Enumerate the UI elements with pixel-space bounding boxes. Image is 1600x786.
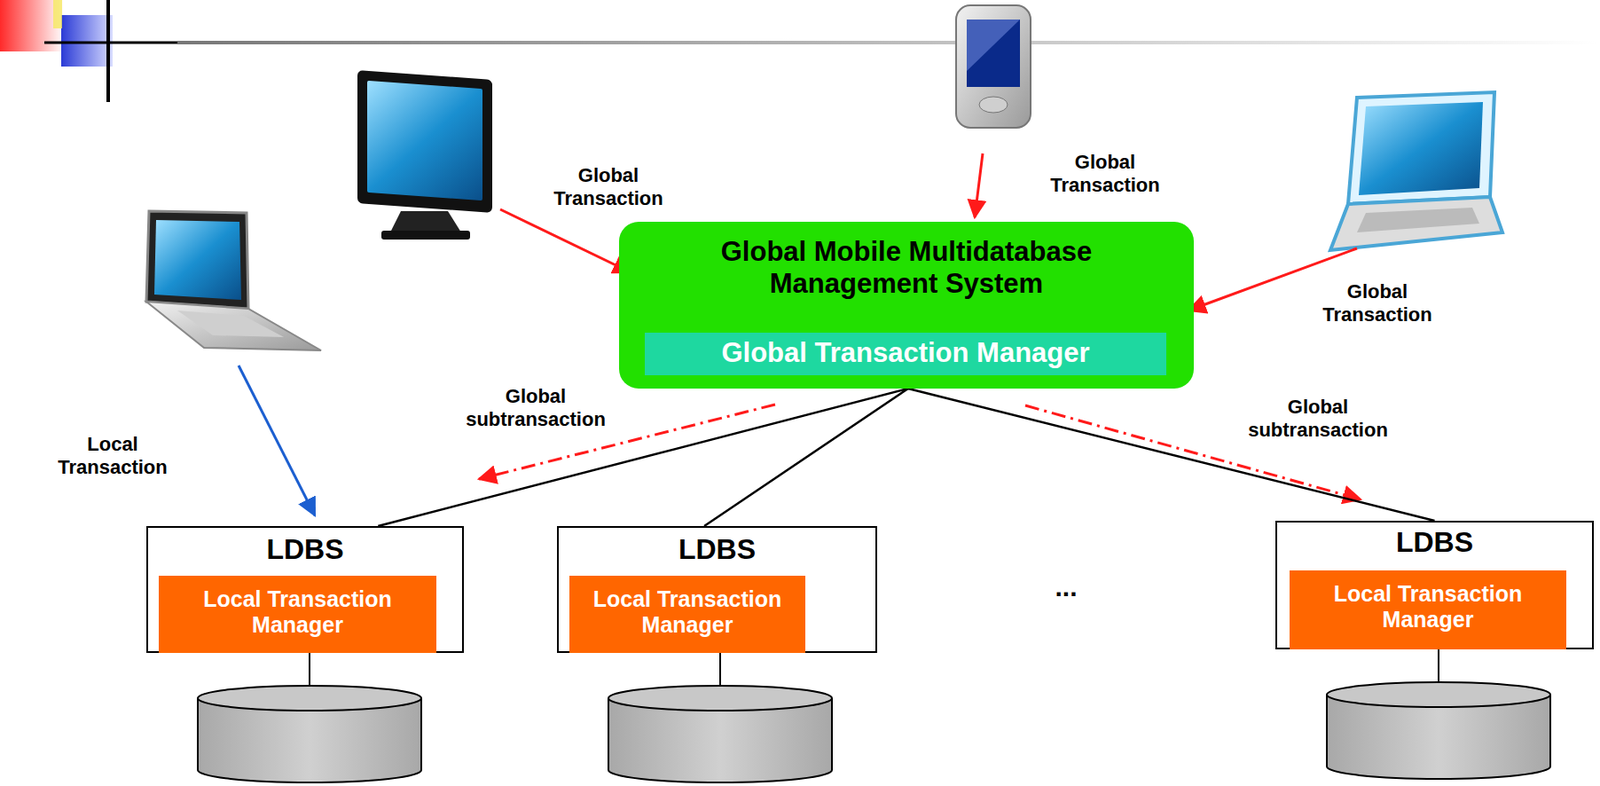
arrow-label: Global Transaction: [1029, 150, 1181, 198]
node-text: Global Transaction Manager: [721, 337, 1090, 369]
node-text: Local Transaction Manager: [187, 586, 409, 638]
manager-box: Local Transaction Manager: [569, 575, 806, 653]
arrow-label: Global Transaction: [1301, 280, 1453, 328]
arrow-label: Global subtransaction: [451, 384, 620, 432]
connector-line: [704, 388, 909, 526]
ldbs-box: LDBS Local Transaction Manager: [146, 525, 464, 653]
node-text: LDBS: [266, 533, 344, 566]
arrow-label: Local Transaction: [46, 432, 180, 480]
node-text: Global Mobile Multidatabase Management S…: [649, 235, 1164, 299]
node-text: LDBS: [1396, 525, 1474, 559]
arrow-label: Global subtransaction: [1233, 395, 1403, 443]
arrow-label: Global Transaction: [533, 164, 684, 212]
ldbs-box: LDBS Local Transaction Manager: [1275, 520, 1594, 650]
node-text: Local Transaction Manager: [576, 586, 799, 638]
connector-line: [908, 388, 1436, 521]
manager-band: Global Transaction Manager: [644, 332, 1167, 376]
node-text: Local Transaction Manager: [1317, 580, 1539, 633]
arrow-label: ...: [1039, 571, 1093, 604]
node-text: LDBS: [678, 533, 756, 566]
ldbs-box: LDBS Local Transaction Manager: [556, 525, 878, 653]
connector-line: [377, 388, 909, 526]
manager-box: Local Transaction Manager: [158, 575, 437, 653]
system-box: Global Mobile Multidatabase Management S…: [619, 221, 1194, 389]
manager-box: Local Transaction Manager: [1289, 570, 1567, 650]
